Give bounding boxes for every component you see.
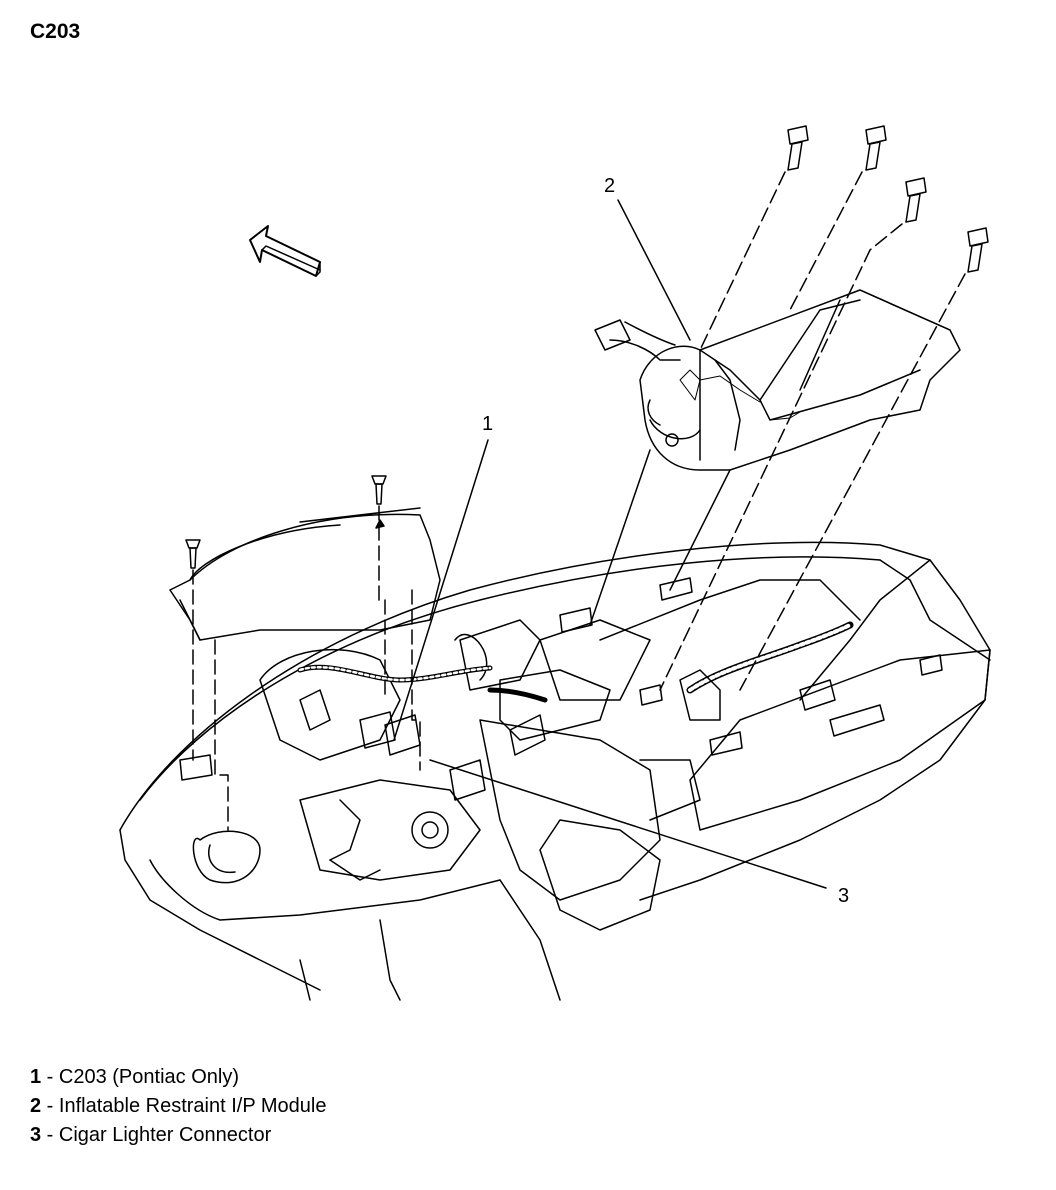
legend-number: 2	[30, 1095, 42, 1117]
callout-number: 2	[604, 175, 615, 197]
legend-text: Inflatable Restraint I/P Module	[58, 1095, 327, 1117]
callout-number: 1	[482, 413, 493, 435]
legend-text: Cigar Lighter Connector	[58, 1124, 272, 1146]
instrument-panel	[119, 541, 991, 1001]
screw-icon	[787, 125, 989, 273]
page-title: C203	[30, 20, 81, 43]
cluster-install-lines	[192, 505, 421, 831]
legend-item: 2 - Inflatable Restraint I/P Module	[30, 1092, 326, 1121]
legend-separator: -	[41, 1095, 59, 1117]
callout-leaders	[393, 199, 827, 889]
instrument-panel-diagram: 1 2 3	[119, 125, 991, 1001]
direction-arrow-icon	[249, 225, 321, 277]
legend-separator: -	[41, 1066, 59, 1088]
legend-item: 3 - Cigar Lighter Connector	[30, 1121, 326, 1150]
screw-icon	[185, 475, 387, 569]
airbag-install-lines	[659, 171, 966, 691]
callout-number: 3	[838, 885, 849, 907]
legend-separator: -	[41, 1124, 59, 1146]
legend-text: C203 (Pontiac Only)	[58, 1066, 239, 1088]
legend: 1 - C203 (Pontiac Only) 2 - Inflatable R…	[30, 1063, 326, 1150]
legend-number: 1	[30, 1066, 42, 1088]
airbag-module	[594, 289, 961, 471]
legend-number: 3	[30, 1124, 42, 1146]
legend-item: 1 - C203 (Pontiac Only)	[30, 1063, 326, 1092]
cluster-bezel	[169, 507, 441, 641]
